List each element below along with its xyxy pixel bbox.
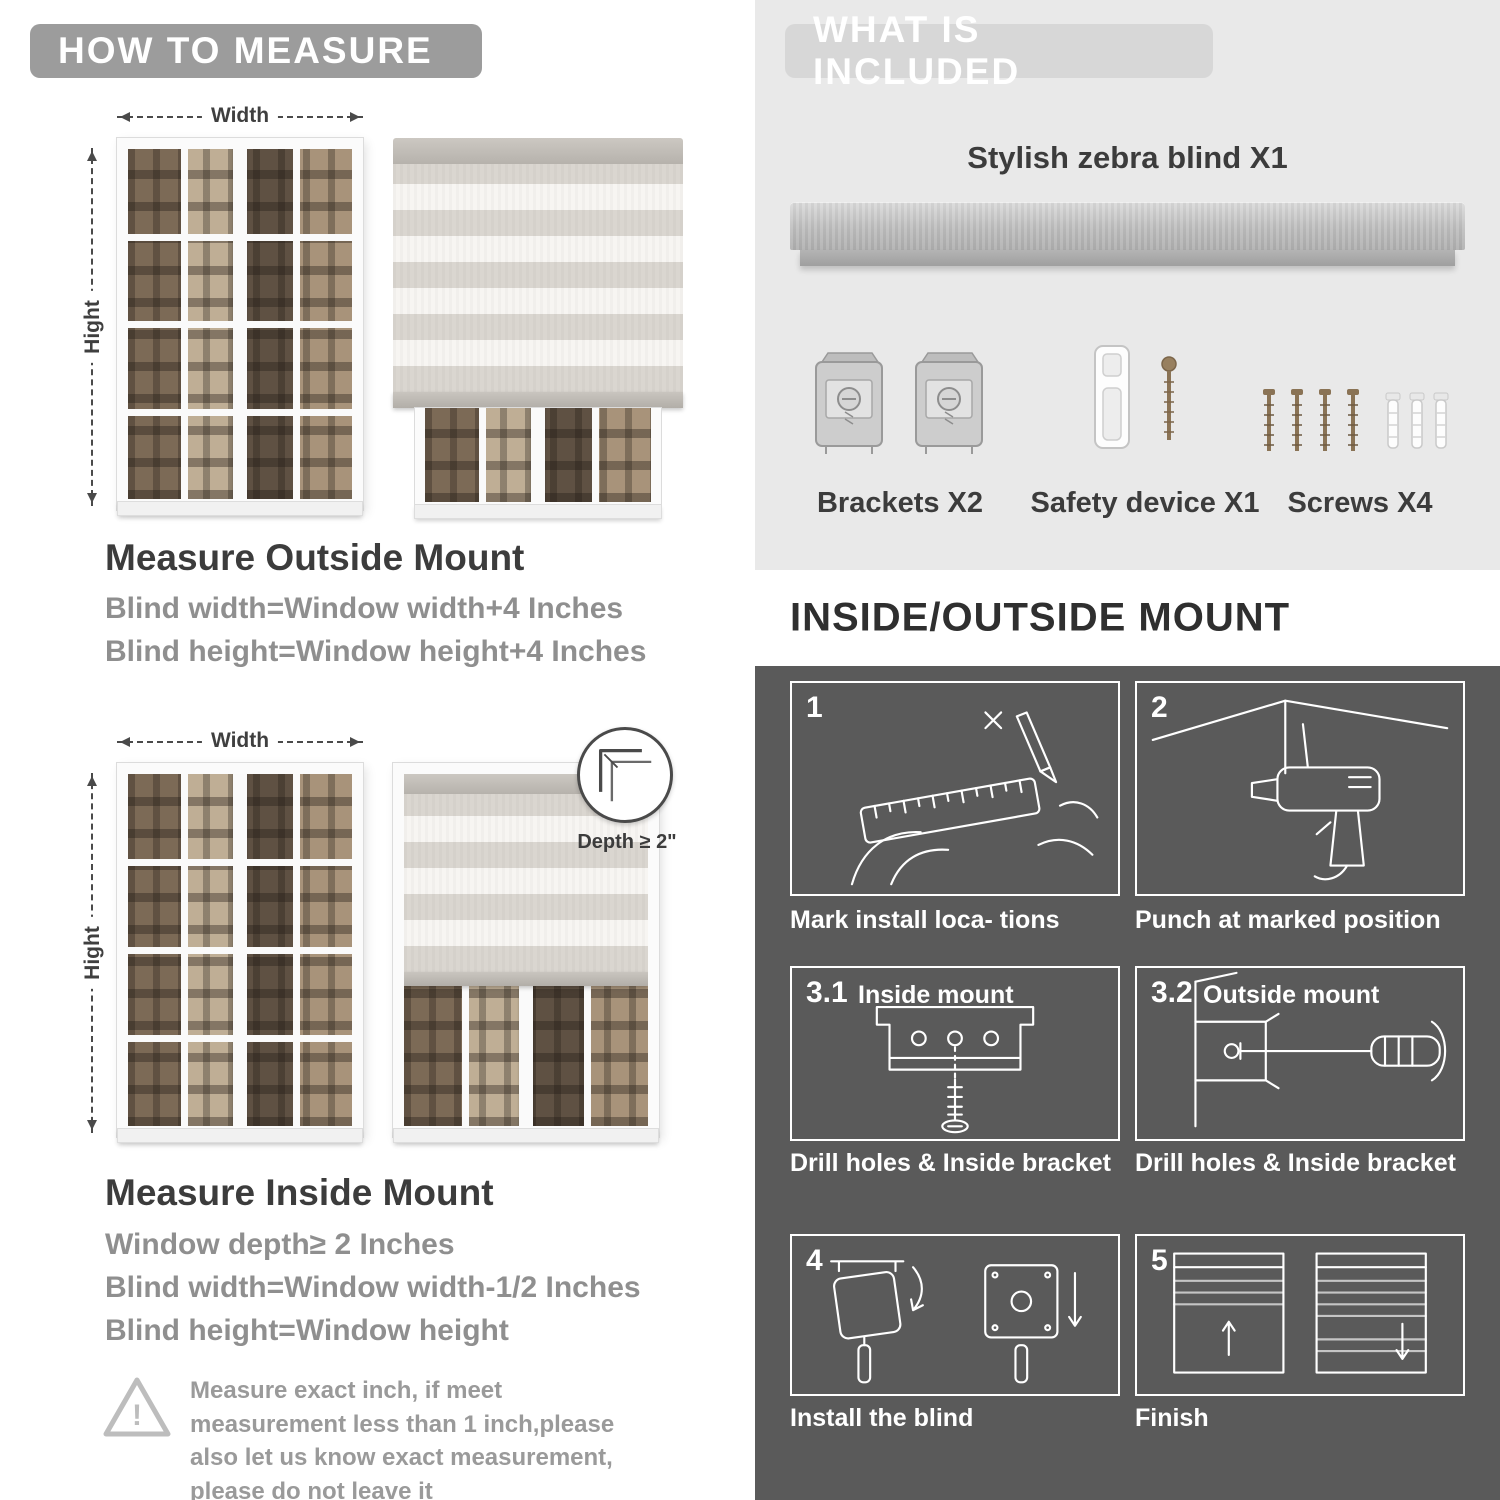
step-1-box: 1 (790, 681, 1120, 896)
window-muntin (128, 321, 352, 328)
step-3-1-caption: Drill holes & Inside bracket (790, 1149, 1111, 1177)
step-number: 5 (1151, 1244, 1168, 1277)
inside-bracket-illustration (875, 1006, 1035, 1134)
how-to-measure-header: HOW TO MEASURE (30, 24, 482, 78)
width-arrow-label: Width (201, 729, 279, 753)
window-muntin (462, 986, 469, 1126)
step-1-caption: Mark install loca- tions (790, 906, 1060, 934)
step-3-2-caption: Drill holes & Inside bracket (1135, 1149, 1456, 1177)
finish-illustration (1173, 1252, 1427, 1374)
blind-bottom-rail (393, 392, 683, 408)
window-sill (394, 1129, 658, 1142)
brackets-icon (815, 352, 983, 454)
height-arrow: Hight (81, 148, 105, 506)
step-4-caption: Install the blind (790, 1404, 974, 1432)
blind-fabric-stripes (393, 164, 683, 392)
depth-callout-circle (577, 727, 673, 823)
frame-corner-detail-icon (598, 748, 652, 802)
window-illustration (117, 138, 363, 515)
window-lower-part (415, 408, 661, 518)
outside-bracket-illustration (1194, 971, 1447, 1128)
inside-mount-rule-width: Blind width=Window width-1/2 Inches (105, 1271, 641, 1304)
screws-label: Screws X4 (1287, 487, 1433, 519)
outside-mount-title: Measure Outside Mount (105, 537, 525, 578)
inside-mount-rule-depth: Window depth≥ 2 Inches (105, 1228, 455, 1261)
brackets-label: Brackets X2 (816, 487, 984, 519)
warning-exclamation: ! (132, 1399, 142, 1432)
step-2-box: 2 (1135, 681, 1465, 896)
step-number: 3.1 (806, 976, 848, 1009)
window-muntin (531, 408, 545, 502)
mount-steps-panel: 1 Mark install loca- tions 2 Punch at ma… (755, 666, 1500, 1500)
window-glass (404, 774, 648, 1126)
step-4-box: 4 (790, 1234, 1120, 1396)
step-number: 4 (806, 1244, 823, 1277)
step-2-caption: Punch at marked position (1135, 906, 1441, 934)
step-number: 3.2 (1151, 976, 1193, 1009)
safety-device-icon (1094, 345, 1177, 449)
outside-mount-rule-width: Blind width=Window width+4 Inches (105, 592, 624, 625)
inside-mount-diagram: Width Hight (75, 715, 725, 1160)
outside-mount-diagram: Width Hight (75, 100, 695, 530)
mark-locations-illustration (850, 711, 1099, 886)
measurement-note: Measure exact inch, if meet measurement … (190, 1377, 615, 1500)
inside-mount-rule-height: Blind height=Window height (105, 1314, 509, 1347)
height-arrow: Hight (81, 773, 105, 1133)
what-is-included-label: WHAT IS INCLUDED (813, 9, 1021, 92)
step-number: 2 (1151, 691, 1168, 724)
window-glass (128, 774, 352, 1126)
window-muntin (128, 233, 352, 241)
width-arrow: Width (117, 104, 363, 128)
window-muntin (519, 986, 533, 1126)
window-muntin (128, 859, 352, 866)
headrail-illustration (790, 202, 1465, 266)
mount-section-title: INSIDE/OUTSIDE MOUNT (790, 595, 1291, 640)
window-muntin (478, 408, 486, 502)
step-3-2-box: 3.2 Outside mount (1135, 966, 1465, 1141)
mount-section-header-band: INSIDE/OUTSIDE MOUNT (755, 570, 1500, 666)
blind-bottom-rail (404, 972, 648, 986)
blind-cassette (393, 138, 683, 164)
warning-icon: ! (103, 1377, 171, 1437)
window-sill (415, 505, 661, 518)
headrail-bar (790, 202, 1465, 250)
window-sill (118, 502, 362, 515)
what-is-included-panel: WHAT IS INCLUDED Stylish zebra blind X1 (755, 0, 1500, 570)
width-arrow: Width (117, 729, 363, 753)
drill-illustration (1151, 699, 1449, 881)
window-muntin (128, 947, 352, 954)
inside-mount-title: Measure Inside Mount (105, 1172, 494, 1213)
how-to-measure-label: HOW TO MEASURE (58, 30, 433, 71)
install-blind-illustration (830, 1260, 1082, 1384)
safety-device-label: Safety device X1 (1030, 487, 1260, 519)
zebra-blind-inside-mount (393, 763, 659, 1142)
step-3-2-inline-label: Outside mount (1203, 981, 1380, 1009)
what-is-included-header: WHAT IS INCLUDED (785, 9, 1213, 92)
step-5-caption: Finish (1135, 1404, 1209, 1432)
step-number: 1 (806, 691, 823, 724)
height-arrow-label: Hight (81, 291, 105, 363)
height-arrow-label: Hight (81, 917, 105, 989)
screws-icon (1263, 389, 1449, 451)
window-muntin (591, 408, 599, 502)
window-illustration (117, 763, 363, 1142)
window-muntin (584, 986, 591, 1126)
zebra-blind-closed (393, 138, 683, 408)
product-title: Stylish zebra blind X1 (967, 140, 1288, 175)
outside-mount-rule-height: Blind height=Window height+4 Inches (105, 635, 647, 668)
step-5-box: 5 (1135, 1234, 1465, 1396)
width-arrow-label: Width (201, 104, 279, 128)
step-3-1-inline-label: Inside mount (858, 981, 1014, 1009)
depth-requirement-label: Depth ≥ 2" (577, 831, 677, 853)
step-3-1-box: 3.1 Inside mount (790, 966, 1120, 1141)
window-muntin (128, 1035, 352, 1042)
window-muntin (128, 408, 352, 416)
window-sill (118, 1129, 362, 1142)
blind-fabric-stripes (404, 794, 648, 972)
headrail-lip (800, 250, 1455, 266)
window-glass (425, 408, 651, 502)
window-glass (128, 149, 352, 499)
